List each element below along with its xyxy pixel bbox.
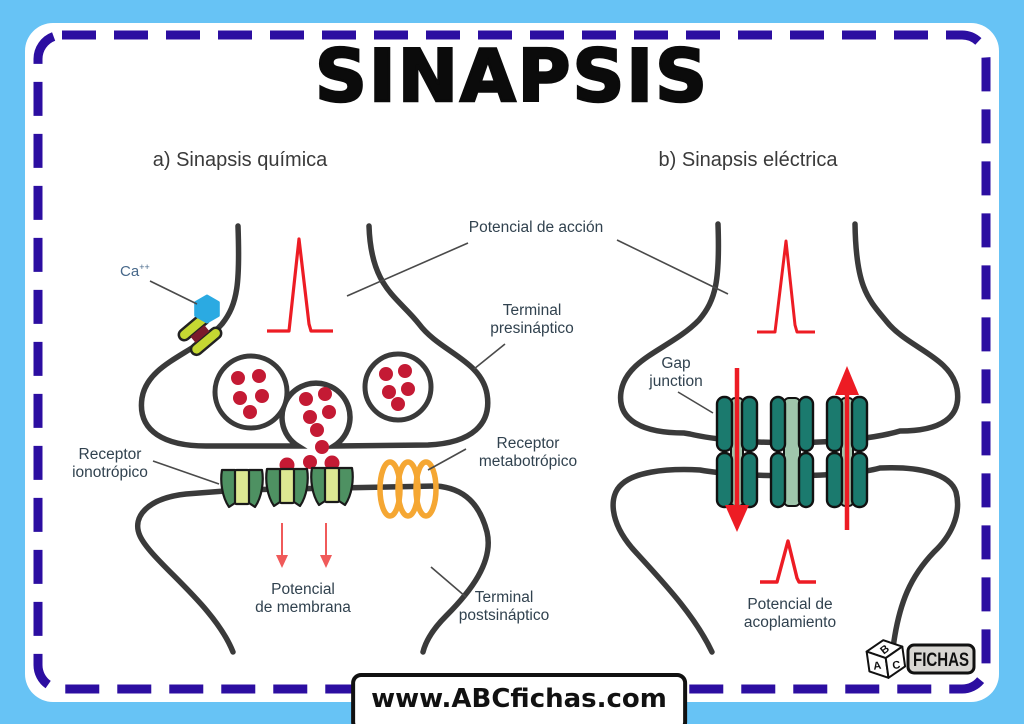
- gap-junction-channels: [715, 395, 869, 509]
- page-title: SINAPSIS: [314, 33, 709, 120]
- heading-electrical-synapse: b) Sinapsis eléctrica: [658, 149, 838, 171]
- label-gap-junction: Gap junction: [649, 355, 703, 390]
- label-membrane-potential: Potencial de membrana: [255, 581, 351, 616]
- leader-lines: [149, 239, 729, 598]
- action-potential-spike: [757, 239, 815, 334]
- ionotropic-receptors: [220, 466, 354, 509]
- coupling-potential-spike: [760, 539, 816, 584]
- vesicle-dots: [231, 369, 269, 419]
- membrane-potential-arrows: [276, 523, 332, 568]
- fichas-badge: FICHAS: [906, 643, 976, 675]
- chemical-synapse-diagram: [135, 223, 491, 655]
- label-postsynaptic-terminal: Terminal postsináptico: [458, 589, 550, 624]
- presynaptic-membrane: [138, 223, 491, 449]
- heading-chemical-synapse: a) Sinapsis química: [152, 149, 328, 171]
- svg-text:A: A: [873, 660, 883, 673]
- label-ionotropic-receptor: Receptor ionotrópico: [72, 446, 148, 481]
- website-url: www.ABCfichas.com: [351, 673, 687, 724]
- neurotransmitter-dots: [279, 387, 340, 473]
- vesicle-dots: [379, 364, 415, 411]
- metabotropic-receptor: [377, 459, 439, 519]
- label-calcium: Ca++: [120, 262, 150, 280]
- svg-text:FICHAS: FICHAS: [913, 650, 969, 671]
- label-coupling-potential: Potencial de acoplamiento: [743, 596, 837, 631]
- calcium-ion: [194, 294, 220, 324]
- postsynaptic-membrane: [135, 483, 491, 655]
- current-arrow-up: [835, 366, 859, 530]
- abc-fichas-logo: B A C FICHAS: [858, 634, 980, 691]
- current-arrow-down: [725, 368, 749, 532]
- svg-text:C: C: [892, 659, 902, 672]
- action-potential-spike: [267, 237, 333, 333]
- label-presynaptic-terminal: Terminal presináptico: [490, 302, 574, 337]
- label-action-potential: Potencial de acción: [468, 219, 604, 236]
- electrical-synapse-diagram: [610, 221, 961, 655]
- logo-cube-icon: B A C: [865, 639, 907, 679]
- label-metabotropic-receptor: Receptor metabotrópico: [478, 435, 578, 470]
